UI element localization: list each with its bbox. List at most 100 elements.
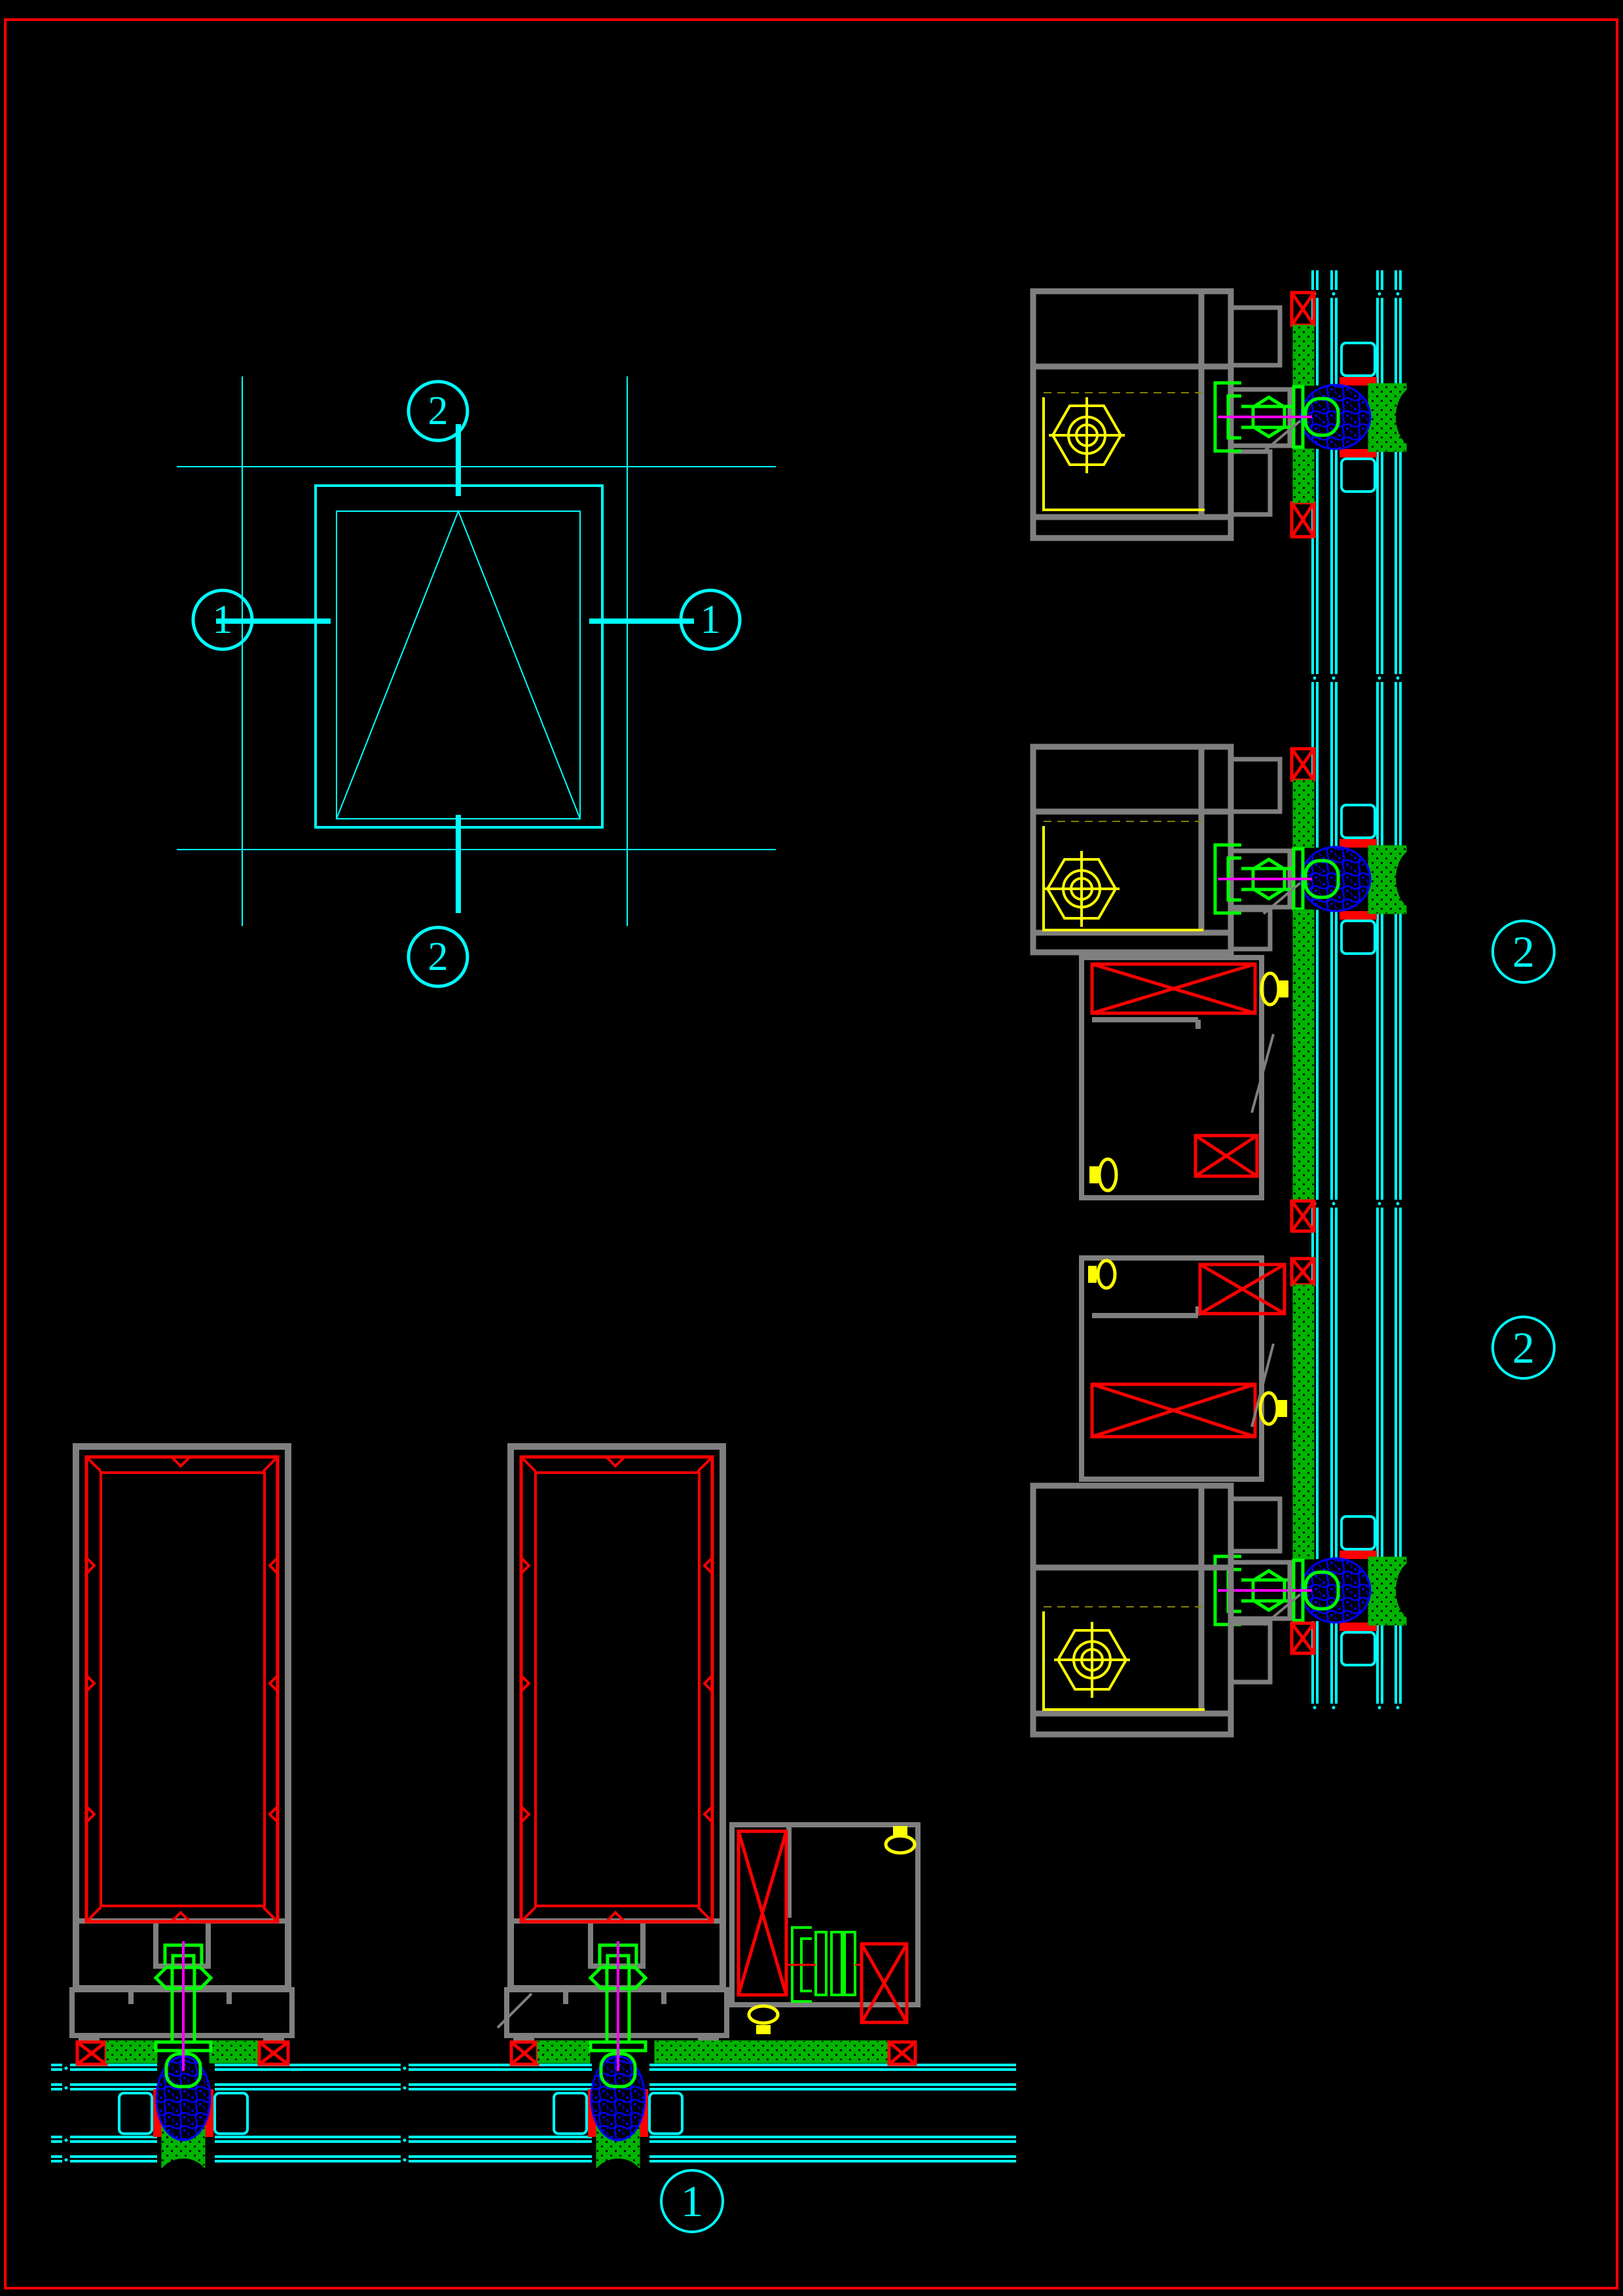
section-label-circle <box>660 2169 724 2233</box>
xbox-diagonals <box>1290 291 1316 327</box>
glass-break-dots <box>64 2066 407 2162</box>
leader-line <box>1042 1611 1205 1711</box>
xbox-diagonals <box>1290 1622 1316 1655</box>
gasket-strip-long <box>1292 1284 1315 1560</box>
grid-lines <box>177 376 776 926</box>
break-tick <box>496 1992 533 2029</box>
detail-section-2-upper: 2 <box>1030 744 1556 1233</box>
callout-circle-left <box>191 588 254 651</box>
connector-plate <box>843 1931 856 1996</box>
thermal-break <box>257 2040 290 2066</box>
anchor-target-symbol <box>1054 1622 1130 1698</box>
detail-section-2-lower: 2 <box>1030 1255 1556 1738</box>
thermal-break <box>1290 1621 1316 1655</box>
fastener-oval <box>1258 1391 1279 1426</box>
window-frame-outline <box>314 484 604 829</box>
glass-break-dots <box>1313 292 1400 1710</box>
fastener-nub <box>1278 1400 1287 1417</box>
horizontal-glass-run <box>51 2064 1016 2162</box>
channel-outline <box>1079 1255 1264 1482</box>
callout-bottom: 2 <box>428 935 448 979</box>
insulation-block <box>1194 1134 1259 1178</box>
callout-circle-top <box>407 380 469 442</box>
brace-diagonal <box>1250 1033 1275 1113</box>
leader-line <box>1042 826 1203 931</box>
frame-profile <box>1030 1482 1234 1738</box>
xbox-diagonals <box>737 1831 788 1996</box>
channel-outline <box>1079 955 1264 1200</box>
insulation-channel <box>1079 955 1288 1200</box>
xbox-diagonals <box>1091 1382 1256 1439</box>
gasket-strip <box>105 2040 158 2064</box>
profile-block <box>1228 757 1283 814</box>
section-label-circle <box>1491 920 1556 984</box>
opening-direction-triangle <box>335 509 581 819</box>
connector-plate <box>814 1931 828 1996</box>
xbox-diagonals <box>1290 501 1316 538</box>
sheet-border <box>4 18 1618 2289</box>
xbox-diagonals <box>1290 1200 1316 1232</box>
fastener-nub <box>756 2025 771 2034</box>
fastener-nub <box>1089 1166 1099 1183</box>
xbox-diagonals <box>888 2041 917 2066</box>
fastener-oval <box>747 2004 780 2025</box>
elevation-schematic: 2 2 1 1 <box>177 376 776 988</box>
fastener-oval <box>1097 1157 1118 1193</box>
xbox-diagonals <box>860 1943 909 2024</box>
gasket-strip <box>537 2040 591 2064</box>
fastener-nub <box>893 1826 907 1835</box>
fastener-oval <box>884 1834 917 1855</box>
insulation-block <box>737 1829 788 1997</box>
detail-mullion-left <box>72 1446 292 2211</box>
section-label: 2 <box>1512 1323 1535 1372</box>
detail-mullion-middle: 1 <box>496 1446 921 2233</box>
xbox-diagonals <box>1194 1134 1258 1178</box>
anchor-target-symbol <box>1044 851 1120 927</box>
connector-plate <box>830 1931 843 1996</box>
fastener-nub <box>1279 980 1288 997</box>
window-sash-outline <box>336 511 581 819</box>
callout-circle-right <box>679 588 742 651</box>
insulation-assembly <box>729 1822 921 2034</box>
detail-section-top-right <box>1030 288 1435 541</box>
section-cut-marks <box>216 424 694 913</box>
brace-diagonal <box>1250 1343 1275 1427</box>
thermal-break <box>1290 1199 1316 1233</box>
callout-top: 2 <box>428 389 448 433</box>
callout-left: 1 <box>213 598 233 642</box>
gasket-strip <box>1292 325 1315 386</box>
profile-block <box>1228 1560 1292 1621</box>
xbox-diagonals <box>1290 747 1316 781</box>
section-label: 1 <box>681 2176 703 2226</box>
fastener-oval <box>1260 971 1281 1007</box>
anchor-target-symbol <box>1049 397 1125 473</box>
profile-block <box>1228 907 1273 952</box>
frame-profile <box>1030 744 1234 956</box>
xbox-diagonals <box>258 2041 289 2066</box>
profile-block <box>1228 449 1273 517</box>
profile-block <box>1228 1496 1283 1554</box>
fastener-nub <box>1088 1266 1097 1283</box>
callout-circle-bottom <box>407 925 469 988</box>
gasket-strip-long <box>1292 909 1315 1202</box>
section-label-circle <box>1491 1316 1556 1380</box>
xbox-diagonals <box>76 2041 107 2066</box>
section-label: 2 <box>1512 927 1535 977</box>
fastener-oval <box>1096 1259 1117 1290</box>
insulation-block <box>1198 1263 1286 1316</box>
xbox-diagonals <box>510 2041 539 2066</box>
gasket-strip-long <box>654 2040 890 2064</box>
insulation-block <box>1090 962 1257 1015</box>
gasket-strip <box>1292 780 1315 848</box>
assembly-outline <box>729 1822 921 2007</box>
frame-profile <box>1030 288 1234 541</box>
leader-line <box>1042 397 1205 511</box>
callout-right: 1 <box>701 598 721 642</box>
profile-block <box>1228 1621 1273 1685</box>
xbox-diagonals <box>1091 962 1256 1015</box>
profile-block <box>1228 305 1283 368</box>
insulation-block <box>860 1942 909 2024</box>
gasket-strip <box>209 2040 260 2064</box>
